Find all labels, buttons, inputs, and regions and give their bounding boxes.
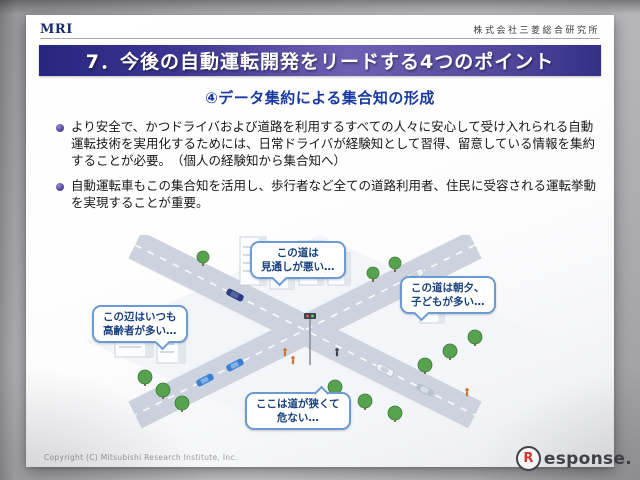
response-watermark: R esponse. — [515, 446, 632, 471]
pedestrian-icon — [291, 356, 295, 365]
title-banner: 7．今後の自動運転開発をリードする4つのポイント — [39, 45, 601, 76]
bullet-list: より安全で、かつドライバおよび道路を利用するすべての人々に安心して受け入れられる… — [56, 119, 598, 221]
tree-icon — [388, 256, 402, 272]
bubble-line: この辺はいつも — [103, 311, 177, 323]
bubble-line: 見通しが悪い… — [261, 261, 335, 274]
tree-icon — [442, 343, 458, 360]
bubble-line: 高齢者が多い… — [103, 325, 177, 338]
tree-icon — [196, 250, 210, 266]
section-subtitle: ④データ集約による集合知の形成 — [205, 89, 435, 107]
pedestrian-icon — [465, 388, 469, 397]
tree-icon — [366, 266, 380, 282]
car-icon — [226, 358, 244, 372]
bubble-line: ここは道が狭くて — [256, 398, 340, 410]
bullet-text: より安全で、かつドライバおよび道路を利用するすべての人々に安心して受け入れられる… — [71, 119, 596, 168]
bullet-icon — [56, 124, 64, 132]
car-icon — [196, 373, 214, 387]
car-icon — [375, 363, 395, 377]
speech-bubble-children: この道は朝夕、 子どもが多い… — [400, 276, 496, 322]
speech-bubble-visibility: この道は 見通しが悪い… — [250, 241, 346, 287]
company-name: 株式会社三菱総合研究所 — [473, 26, 600, 36]
presentation-slide: MRI 株式会社三菱総合研究所 7．今後の自動運転開発をリードする4つのポイント… — [26, 15, 614, 467]
city-diagram: この道は 見通しが悪い… この道は朝夕、 子どもが多い… この辺はいつも 高齢者… — [40, 235, 600, 457]
bubble-line: この道は — [276, 247, 319, 259]
slide-header-row: MRI 株式会社三菱総合研究所 — [40, 21, 600, 39]
bullet-icon — [56, 183, 64, 192]
speech-bubble-elderly: この辺はいつも 高齢者が多い… — [92, 305, 188, 351]
tree-icon — [137, 369, 153, 386]
car-icon — [226, 288, 244, 302]
car-icon — [416, 383, 434, 397]
tree-icon — [155, 382, 171, 399]
tree-icon — [387, 405, 403, 422]
pedestrian-icon — [283, 348, 287, 357]
page-title: 7．今後の自動運転開発をリードする4つのポイント — [85, 51, 555, 73]
bubble-line: 子どもが多い… — [411, 296, 485, 309]
pedestrian-icon — [335, 348, 339, 357]
tree-icon — [357, 393, 373, 410]
copyright-text: Copyright (C) Mitsubishi Research Instit… — [44, 453, 238, 462]
tree-icon — [417, 357, 433, 374]
response-logo-icon: R — [515, 446, 541, 471]
speech-bubble-narrow-road: ここは道が狭くて 危ない… — [245, 385, 351, 431]
bullet-item: より安全で、かつドライバおよび道路を利用するすべての人々に安心して受け入れられる… — [56, 119, 598, 169]
bubble-line: この道は朝夕、 — [411, 282, 485, 294]
bullet-item: 自動運転車もこの集合知を活用し、歩行者など全ての道路利用者、住民に受容される運転… — [56, 178, 598, 212]
bubble-line: 危ない… — [276, 412, 319, 425]
traffic-light-icon — [304, 313, 316, 365]
bullet-text: 自動運転車もこの集合知を活用し、歩行者など全ての道路利用者、住民に受容される運転… — [71, 178, 597, 210]
mri-logo: MRI — [40, 22, 73, 37]
tree-icon — [467, 329, 483, 346]
tree-icon — [174, 395, 190, 412]
response-logo-text: esponse. — [543, 448, 632, 469]
